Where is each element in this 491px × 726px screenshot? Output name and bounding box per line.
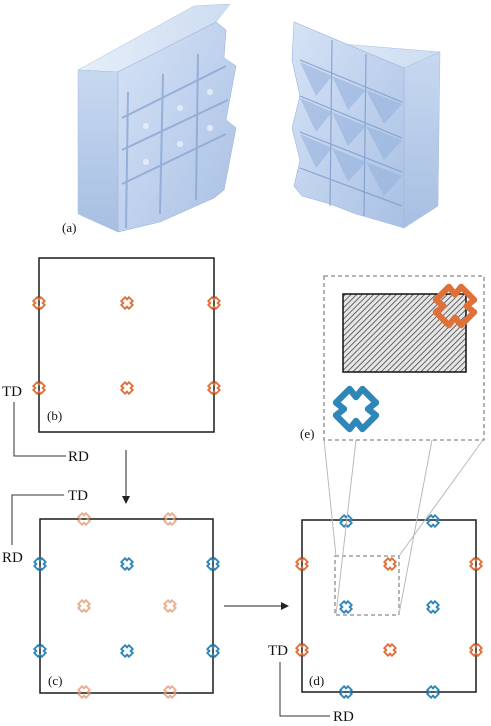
panel-c: TD RD (c) bbox=[2, 488, 289, 699]
arrow-head bbox=[122, 496, 130, 504]
orange-cross bbox=[383, 643, 397, 657]
blue-cross bbox=[120, 557, 134, 571]
panel-d: (d) TD RD bbox=[268, 514, 483, 725]
orange-cross bbox=[120, 381, 134, 395]
axis-corner bbox=[279, 662, 330, 717]
panel-a: (a) bbox=[62, 3, 441, 235]
panel-d-frame bbox=[301, 519, 477, 693]
faded-orange-cross bbox=[163, 685, 177, 699]
axis-rd-label: RD bbox=[2, 550, 23, 566]
axis-rd-label: RD bbox=[333, 709, 354, 725]
hatched-precipitate bbox=[342, 293, 467, 373]
blue-cross bbox=[339, 600, 353, 614]
panel-label-a: (a) bbox=[62, 220, 76, 235]
orange-cross bbox=[120, 296, 134, 310]
faded-orange-cross bbox=[77, 599, 91, 613]
blue-cross bbox=[426, 514, 440, 528]
panel-e: (e) bbox=[300, 275, 485, 615]
panel-label-d: (d) bbox=[309, 673, 324, 688]
panel-b-frame bbox=[38, 257, 215, 433]
zoom-connectors bbox=[323, 439, 484, 615]
axis-td-label: TD bbox=[68, 488, 88, 504]
panel-label-c: (c) bbox=[48, 673, 62, 688]
axis-td-label: TD bbox=[2, 384, 22, 400]
axis-rd-label: RD bbox=[68, 449, 89, 465]
faded-orange-cross bbox=[163, 599, 177, 613]
axis-corner bbox=[11, 494, 64, 545]
panel-label-e: (e) bbox=[300, 426, 314, 441]
faded-orange-cross bbox=[77, 685, 91, 699]
blue-cross bbox=[120, 644, 134, 658]
blue-cross bbox=[426, 600, 440, 614]
axis-td-label: TD bbox=[268, 643, 288, 659]
panel-label-b: (b) bbox=[47, 408, 62, 423]
panel-b: (b) TD RD bbox=[2, 257, 221, 504]
embossed-block-right bbox=[291, 21, 441, 229]
zoom-region bbox=[334, 555, 400, 616]
arrow-head bbox=[281, 602, 289, 610]
embossed-block-left bbox=[77, 3, 237, 233]
axis-corner bbox=[13, 402, 66, 457]
orange-cross bbox=[383, 557, 397, 571]
panel-c-frame bbox=[39, 518, 214, 694]
